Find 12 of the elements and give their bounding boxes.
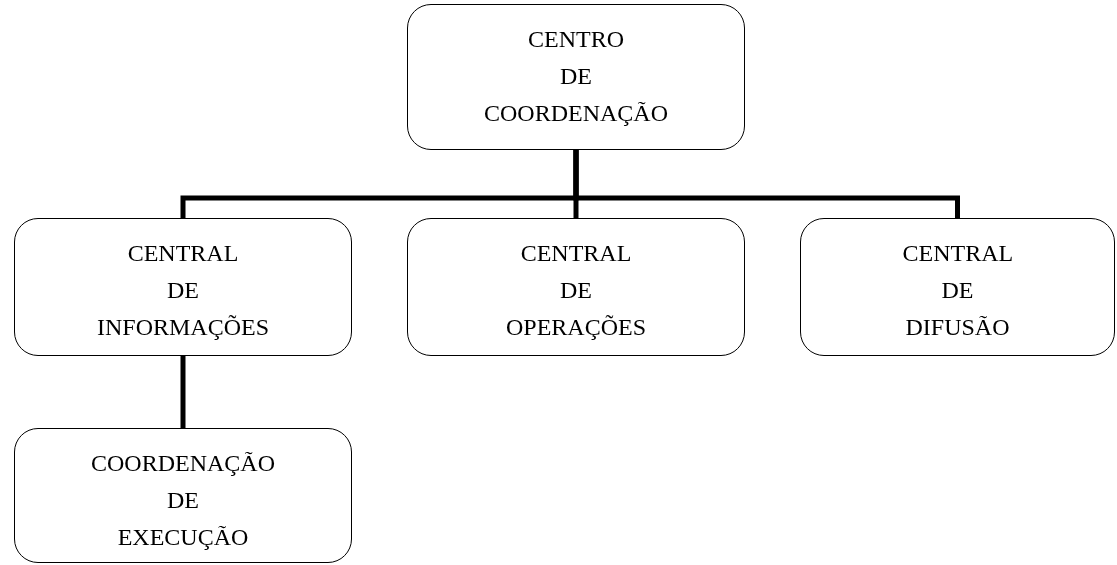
box-label: CENTRAL DE DIFUSÃO [902, 239, 1013, 342]
connector-line [180, 356, 186, 428]
rounded-box [14, 428, 352, 563]
box-label: CENTRO DE COORDENAÇÃO [484, 25, 668, 128]
box-label: CENTRAL DE OPERAÇÕES [506, 239, 646, 342]
rounded-box [800, 218, 1115, 356]
rounded-box [407, 4, 745, 150]
rounded-box [14, 218, 352, 356]
connector-line [573, 150, 960, 218]
box-label: CENTRAL DE INFORMAÇÕES [97, 239, 269, 342]
box-label: COORDENAÇÃO DE EXECUÇÃO [91, 449, 275, 552]
rounded-box [407, 218, 745, 356]
